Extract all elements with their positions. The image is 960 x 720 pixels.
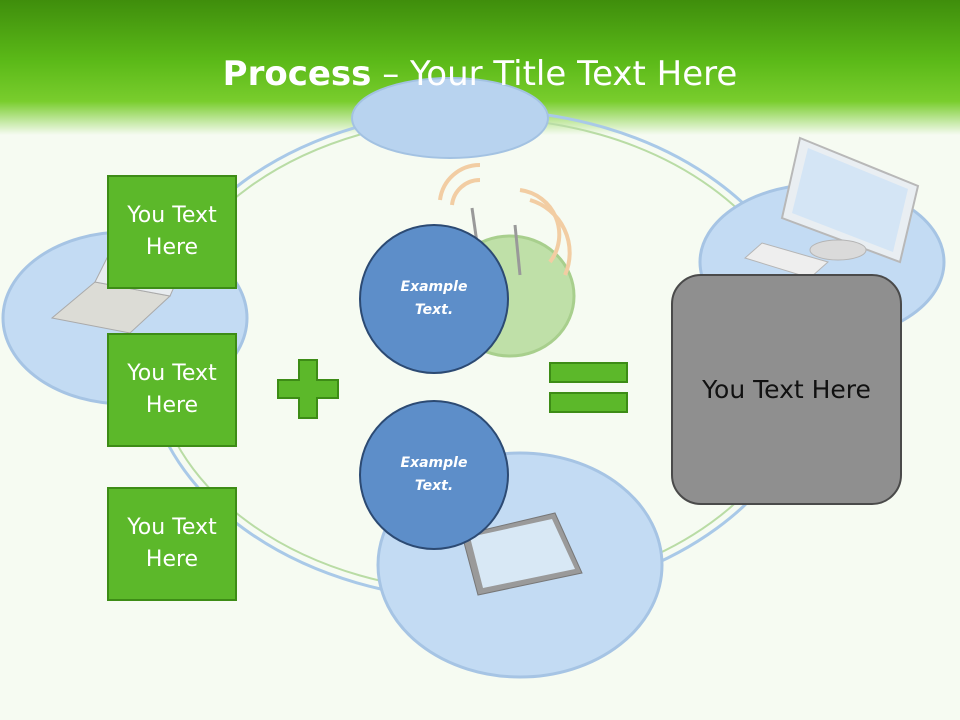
wifi-router-icon bbox=[438, 162, 572, 276]
title-rest: Your Title Text Here bbox=[410, 54, 738, 94]
example-circle-1: Example Text. bbox=[359, 224, 509, 374]
example-circle-2: Example Text. bbox=[359, 400, 509, 550]
equals-icon bbox=[549, 362, 628, 413]
input-box-label: You Text Here bbox=[127, 203, 217, 260]
result-label: You Text Here bbox=[702, 374, 871, 404]
circle-label: Example Text. bbox=[400, 279, 468, 318]
desktop-computer-icon bbox=[744, 136, 920, 279]
title-dash: – bbox=[382, 54, 400, 94]
tablet-icon bbox=[461, 512, 583, 596]
input-box-label: You Text Here bbox=[127, 361, 217, 418]
page-title: Process – Your Title Text Here bbox=[0, 52, 960, 96]
input-box-2: You Text Here bbox=[107, 333, 237, 447]
input-box-1: You Text Here bbox=[107, 175, 237, 289]
title-bold: Process bbox=[222, 54, 372, 94]
input-box-label: You Text Here bbox=[127, 515, 217, 572]
result-box: You Text Here bbox=[671, 274, 902, 505]
circle-label: Example Text. bbox=[400, 455, 468, 494]
input-box-3: You Text Here bbox=[107, 487, 237, 601]
plus-icon bbox=[277, 359, 339, 419]
